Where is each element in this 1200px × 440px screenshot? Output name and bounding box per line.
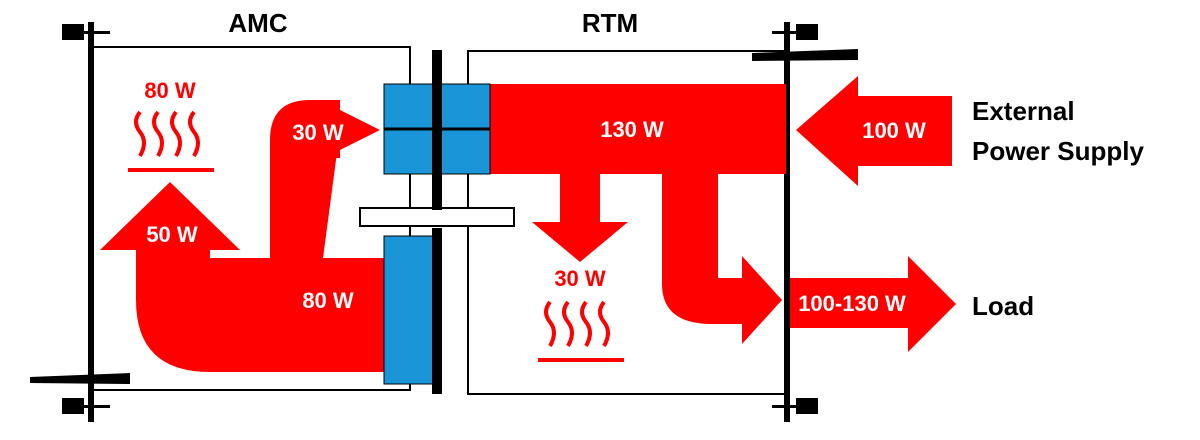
- rtm-lever: [752, 49, 858, 61]
- amc-up-label: 50 W: [146, 222, 198, 247]
- amc-dissipation-label: 80 W: [144, 78, 196, 103]
- rtm-top-handle-block: [796, 24, 818, 40]
- external-in-label: 100 W: [862, 118, 926, 143]
- rtm-dissipation-label: 30 W: [554, 266, 606, 291]
- rtm-title: RTM: [582, 8, 638, 38]
- load-out-label: 100-130 W: [798, 291, 906, 316]
- load-label: Load: [972, 291, 1034, 321]
- rtm-main-label: 130 W: [600, 117, 664, 142]
- backplane: [359, 207, 515, 227]
- amc-title: AMC: [228, 8, 287, 38]
- rtm-bottom-handle-pin: [772, 405, 802, 408]
- amc-connector-in-label: 30 W: [292, 120, 344, 145]
- amc-bottom-handle-pin: [80, 405, 110, 408]
- lower-connector: [383, 235, 435, 385]
- rtm-load-path: [662, 174, 782, 344]
- connectors: [383, 50, 491, 394]
- rtm-down-arrow: [532, 174, 628, 262]
- rtm-bottom-handle-block: [796, 398, 818, 414]
- amc-bottom-label: 80 W: [302, 288, 354, 313]
- amc-top-handle-block: [62, 24, 84, 40]
- backplane-lower-bar: [432, 228, 442, 394]
- amc-up-arrow: [100, 182, 240, 300]
- flow-shapes: [100, 76, 956, 372]
- external-supply-arrow: [796, 76, 952, 186]
- load-output-arrow: [790, 256, 956, 352]
- rtm-main-band: [490, 84, 786, 174]
- backplane-rail: [359, 207, 515, 227]
- rtm-front-panel: [784, 22, 790, 422]
- rtm-board: [467, 22, 858, 422]
- amc-front-panel: [88, 22, 94, 422]
- heat-waves-icon: [128, 110, 214, 172]
- external-supply-line1: External: [972, 96, 1075, 126]
- heat-waves-icon: [538, 300, 624, 362]
- amc-top-handle-pin: [80, 31, 110, 34]
- amc-lever: [30, 373, 130, 384]
- rtm-top-handle-pin: [772, 31, 802, 34]
- backplane-upper-bar: [432, 50, 442, 210]
- amc-bottom-connector-feed: [270, 258, 384, 290]
- amc-bottom-handle-block: [62, 398, 84, 414]
- amc-vertical-path: [270, 100, 340, 258]
- external-supply-line2: Power Supply: [972, 136, 1144, 166]
